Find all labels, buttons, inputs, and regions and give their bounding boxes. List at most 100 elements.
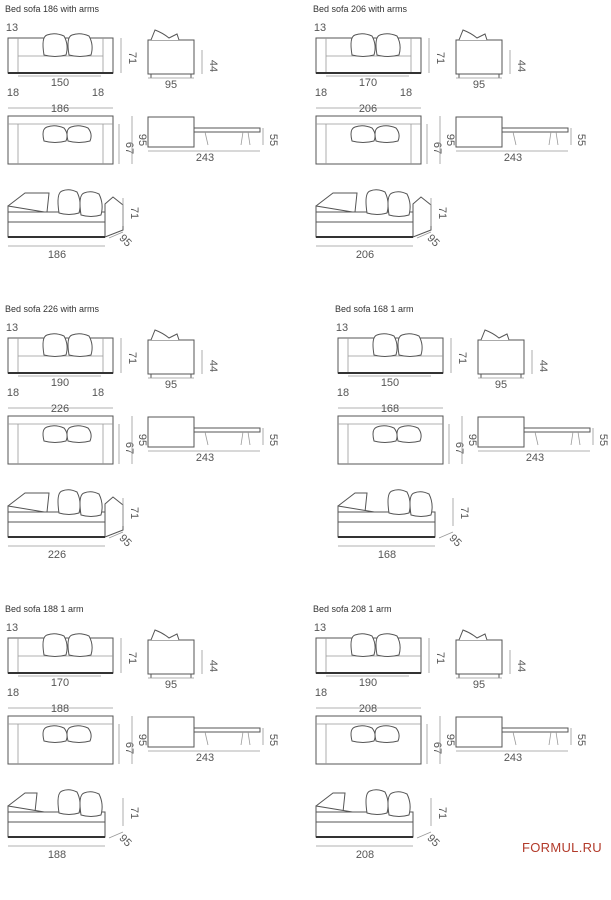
plan-cushion-left — [372, 425, 398, 443]
dim-bed-length: 243 — [504, 152, 522, 164]
bed-mattress — [194, 427, 261, 433]
dim-persp-width: 208 — [356, 849, 374, 861]
dim-plan-depth: 67 — [431, 142, 443, 154]
plan-outline — [7, 115, 114, 165]
bed-mattress — [194, 727, 261, 733]
bed-leg-c — [577, 431, 581, 446]
dim-persp-height: 71 — [436, 807, 448, 819]
persp-cushion-right — [79, 791, 103, 817]
cushion-left — [42, 633, 68, 657]
bed-mattress — [194, 127, 261, 133]
cushion-left — [350, 633, 376, 657]
dim-persp-width: 206 — [356, 249, 374, 261]
dim-seat-width: 190 — [51, 377, 69, 389]
plan-cushion-right — [66, 125, 92, 143]
dim-persp-height: 71 — [128, 807, 140, 819]
brand-watermark: FORMUL.RU — [522, 840, 602, 855]
persp-cushion-left — [57, 489, 81, 515]
bed-leg-b — [240, 731, 244, 746]
dim-persp-height: 71 — [128, 507, 140, 519]
dim-plan-depth: 67 — [123, 442, 135, 454]
plan-cushion-left — [42, 425, 68, 443]
dim-side-depth: 95 — [495, 379, 507, 391]
dim-persp-height: 71 — [436, 207, 448, 219]
dim-arm-right: 18 — [92, 387, 104, 399]
dim-bed-length: 243 — [196, 752, 214, 764]
sofa-drawing: Bed sofa 188 1 arm1371170189544188679524… — [5, 604, 279, 861]
dim-seat-width: 190 — [359, 677, 377, 689]
bed-frame-body — [147, 716, 195, 748]
sofa-drawing: Bed sofa 208 1 arm1371190189544208679524… — [313, 604, 587, 861]
bed-open-view: 243 55 — [455, 116, 587, 164]
plan-outline — [337, 415, 444, 465]
dim-top: 13 — [314, 622, 326, 634]
cushion-right — [375, 633, 401, 657]
dim-plan-depth: 67 — [123, 742, 135, 754]
bed-mattress — [502, 127, 569, 133]
dim-line-persp-depth — [438, 531, 454, 539]
dim-bed-height: 55 — [575, 134, 587, 146]
dim-bed-length: 243 — [196, 452, 214, 464]
bed-frame-body — [147, 116, 195, 148]
dim-height: 71 — [434, 52, 446, 64]
bed-leg-a — [204, 131, 209, 146]
bed-leg-a — [512, 731, 517, 746]
cushion-left — [372, 333, 398, 357]
plan-cushion-left — [350, 725, 376, 743]
plan-outline — [7, 715, 114, 765]
bed-mattress — [524, 427, 591, 433]
dim-side-depth: 95 — [165, 79, 177, 91]
dim-height: 71 — [126, 52, 138, 64]
dim-persp-depth: 95 — [447, 532, 464, 549]
dim-plan-depth2: 95 — [136, 734, 148, 746]
bed-leg-c — [555, 731, 559, 746]
dim-height: 71 — [456, 352, 468, 364]
dim-side-depth: 95 — [165, 679, 177, 691]
perspective-view: 71 95 206 — [315, 189, 448, 261]
dim-side-height: 44 — [515, 660, 527, 672]
dim-line-persp-depth — [108, 531, 124, 539]
dim-total: 226 — [51, 403, 69, 415]
panel-title: Bed sofa 188 1 arm — [5, 604, 84, 614]
dim-plan-depth2: 95 — [444, 734, 456, 746]
dim-arm-left: 18 — [7, 87, 19, 99]
dim-persp-width: 168 — [378, 549, 396, 561]
plan-cushion-right — [396, 425, 422, 443]
dim-height: 71 — [434, 652, 446, 664]
dim-top: 13 — [314, 22, 326, 34]
dim-total: 188 — [51, 703, 69, 715]
dim-persp-depth: 95 — [425, 232, 442, 249]
dim-total: 186 — [51, 103, 69, 115]
persp-cushion-left — [57, 789, 81, 815]
cushion-right — [67, 633, 93, 657]
sofa-spec-sheet: { "panels": [ {"title": "Bed sofa 186 wi… — [5, 0, 609, 861]
sofa-side-body — [455, 39, 503, 75]
sofa-side-body — [147, 39, 195, 75]
dim-bed-length: 243 — [504, 752, 522, 764]
cushion-right — [375, 33, 401, 57]
persp-arm-right — [104, 196, 124, 238]
dim-side-depth: 95 — [473, 79, 485, 91]
plan-cushion-left — [42, 125, 68, 143]
persp-cushion-left — [387, 489, 411, 515]
dim-side-height: 44 — [207, 360, 219, 372]
bed-leg-b — [570, 431, 574, 446]
